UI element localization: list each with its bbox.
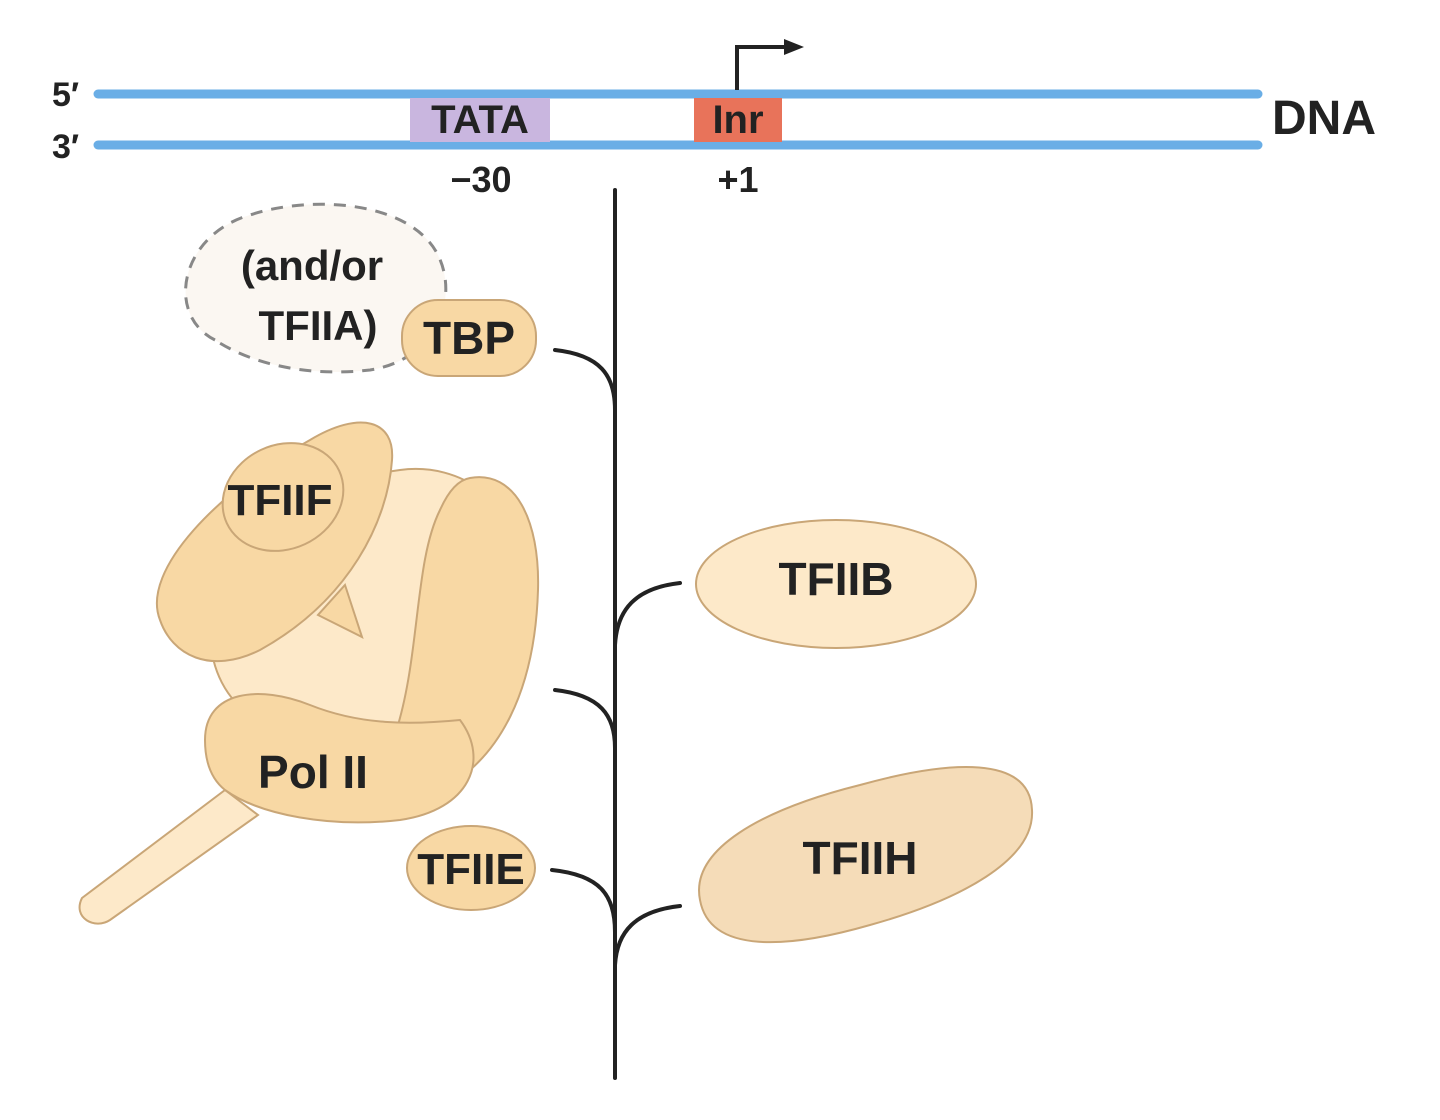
tfiih-shape — [698, 766, 1034, 944]
tfiib-group: TFIIB — [695, 519, 977, 649]
assembly-pathway-lines — [550, 188, 682, 1080]
transcription-start-arrow-icon — [735, 39, 804, 90]
tfiif-wedge — [316, 583, 364, 639]
dna-region: 5′ 3′ TATA Inr −30 +1 DNA — [52, 39, 1376, 200]
tfiif-small-subunit — [221, 442, 345, 552]
tfiia-dashed-bubble — [184, 202, 448, 374]
tfiib-shape — [695, 519, 977, 649]
pol2-tfiif-complex: TFIIF Pol II — [78, 421, 540, 925]
dna-label: DNA — [1272, 92, 1376, 145]
inr-position-label: +1 — [717, 159, 758, 200]
tfiie-label: TFIIE — [417, 845, 525, 894]
tbp-shape — [401, 299, 537, 377]
branch-tfiib — [613, 581, 682, 647]
tfiih-group: TFIIH — [698, 766, 1034, 944]
tfiia-tbp-group: (and/or TFIIA) TBP — [184, 202, 537, 377]
branch-tbp — [553, 348, 617, 412]
tfiib-label: TFIIB — [779, 553, 894, 605]
tfiia-note-line2: TFIIA) — [259, 302, 378, 349]
pol2-stalk — [78, 788, 260, 925]
tfiie-group: TFIIE — [406, 825, 536, 911]
strand-5prime-label: 5′ — [52, 76, 79, 114]
tfiie-shape — [406, 825, 536, 911]
tfiia-note-line1: (and/or — [241, 242, 383, 289]
strand-3prime-label: 3′ — [52, 128, 79, 166]
tata-box-label: TATA — [431, 98, 529, 142]
tfiif-label: TFIIF — [227, 476, 332, 525]
tfiih-label: TFIIH — [803, 832, 918, 884]
pol2-label: Pol II — [258, 746, 368, 798]
tbp-label: TBP — [423, 312, 515, 364]
inr-box-label: Inr — [712, 98, 763, 142]
pol2-bottom-lobe — [203, 693, 475, 824]
branch-pol2 — [553, 688, 617, 750]
tata-box — [410, 98, 550, 142]
tata-position-label: −30 — [450, 159, 511, 200]
inr-box — [694, 98, 782, 142]
branch-tfiih — [613, 904, 682, 967]
branch-tfiie — [550, 868, 617, 934]
